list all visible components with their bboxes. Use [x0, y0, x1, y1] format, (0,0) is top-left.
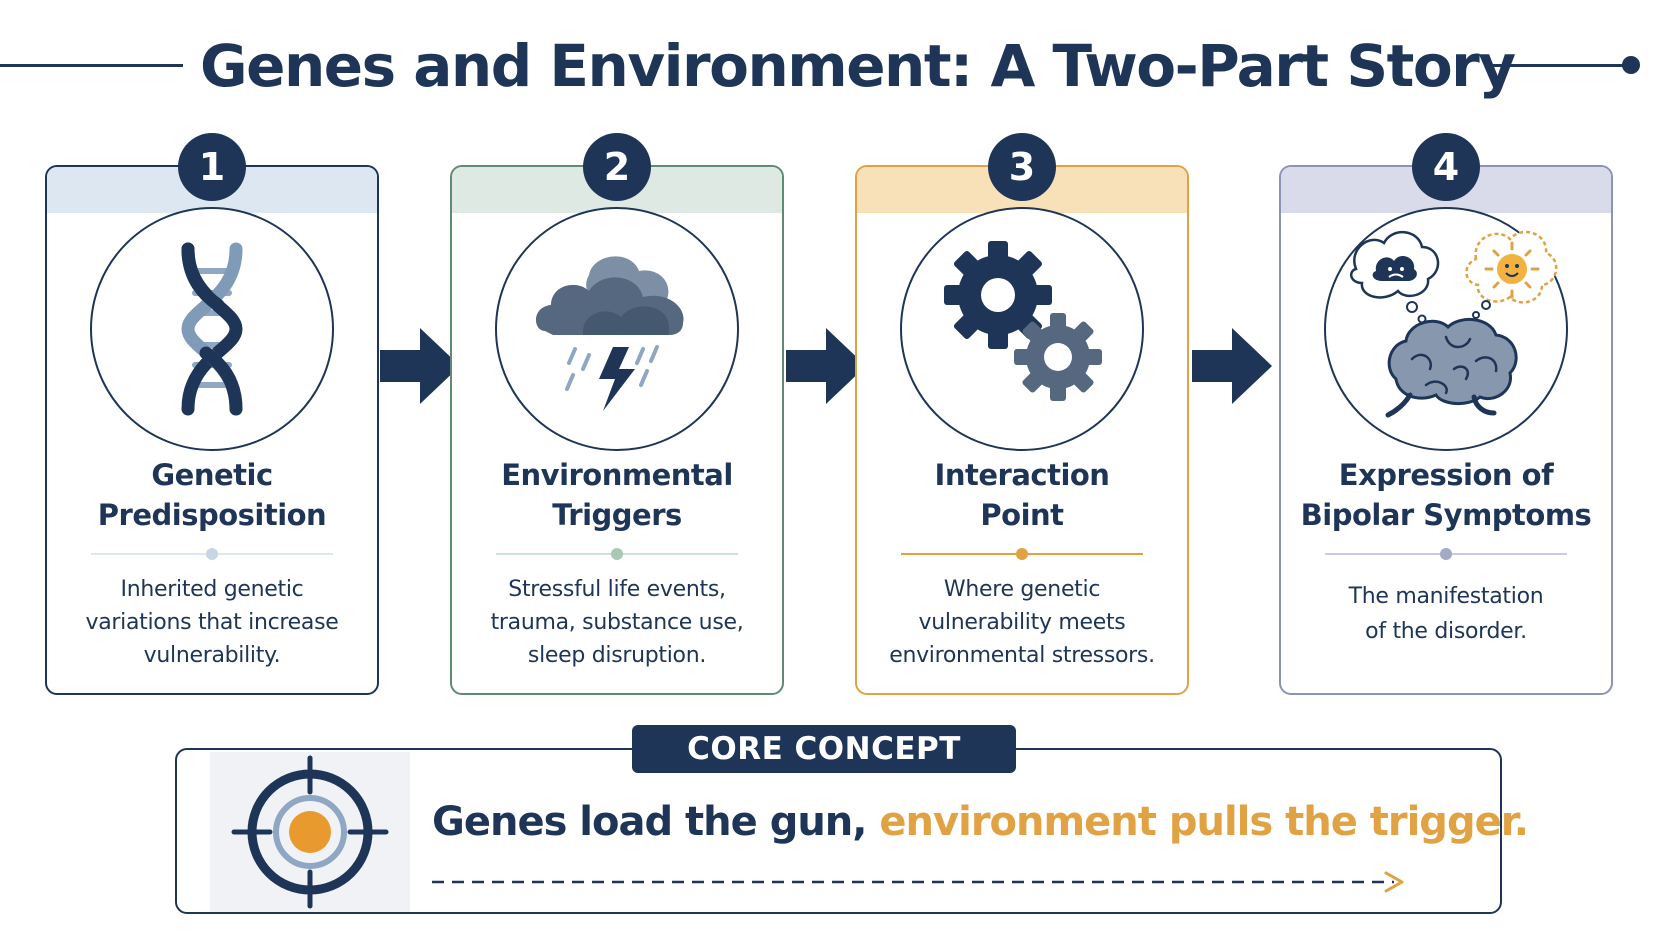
gears-icon — [944, 241, 1102, 401]
card-divider — [91, 548, 333, 560]
dashed-arrow-icon — [432, 871, 1404, 893]
storm-cloud-icon — [535, 256, 684, 411]
step-title: Environmental Triggers — [501, 458, 733, 532]
concept-icon-background — [210, 752, 410, 912]
step-title: Expression of Bipolar Symptoms — [1300, 458, 1592, 532]
icon-ring — [90, 207, 334, 451]
flow-arrow-icon — [380, 328, 460, 404]
dna-icon — [181, 242, 243, 416]
card-divider — [901, 548, 1143, 560]
sun-happy-icon — [1465, 230, 1558, 319]
core-concept-tag: CORE CONCEPT — [632, 725, 1016, 773]
title-rule-right — [1492, 64, 1628, 67]
concept-text-environment: environment pulls the trigger. — [879, 799, 1528, 845]
step-description: Stressful life events, trauma, substance… — [490, 577, 744, 668]
step-card-bipolar-symptoms: 4 — [1279, 133, 1613, 695]
step-card-genetic-predisposition: 1 Genetic Predisposition Inherited genet… — [45, 133, 379, 695]
icon-ring — [900, 207, 1144, 451]
step-number-badge: 2 — [583, 133, 651, 201]
step-description: Inherited genetic variations that increa… — [85, 577, 339, 668]
card-divider — [496, 548, 738, 560]
core-concept-statement: Genes load the gun, environment pulls th… — [432, 794, 1529, 850]
step-title: Interaction Point — [934, 458, 1110, 532]
title-rule-left — [0, 64, 183, 67]
step-number-badge: 3 — [988, 133, 1056, 201]
target-icon — [231, 755, 389, 909]
title-rule-dot — [1622, 56, 1640, 74]
step-card-environmental-triggers: 2 Environmental Triggers Stressful life … — [450, 133, 784, 695]
concept-text-genes: Genes load the gun, — [432, 799, 867, 845]
icon-ring — [495, 207, 739, 451]
step-description: The manifestation of the disorder. — [1348, 584, 1544, 644]
core-concept-box: Genes load the gun, environment pulls th… — [175, 748, 1529, 914]
card-divider — [1325, 548, 1567, 560]
divider-dot — [1440, 548, 1452, 560]
brain-mood-icon — [1349, 230, 1558, 418]
flow-arrow-icon — [1192, 328, 1272, 404]
brain-icon — [1385, 317, 1518, 418]
divider-dot — [1016, 548, 1028, 560]
icon-ring — [1324, 207, 1568, 451]
divider-dot — [206, 548, 218, 560]
sad-cloud-icon — [1349, 231, 1440, 324]
step-number-badge: 1 — [178, 133, 246, 201]
step-card-interaction-point: 3 — [855, 133, 1189, 695]
step-number-badge: 4 — [1412, 133, 1480, 201]
page-title: Genes and Environment: A Two-Part Story — [200, 32, 1516, 100]
step-description: Where genetic vulnerability meets enviro… — [889, 577, 1155, 668]
flow-arrow-icon — [786, 328, 866, 404]
divider-dot — [611, 548, 623, 560]
step-title: Genetic Predisposition — [97, 458, 327, 532]
